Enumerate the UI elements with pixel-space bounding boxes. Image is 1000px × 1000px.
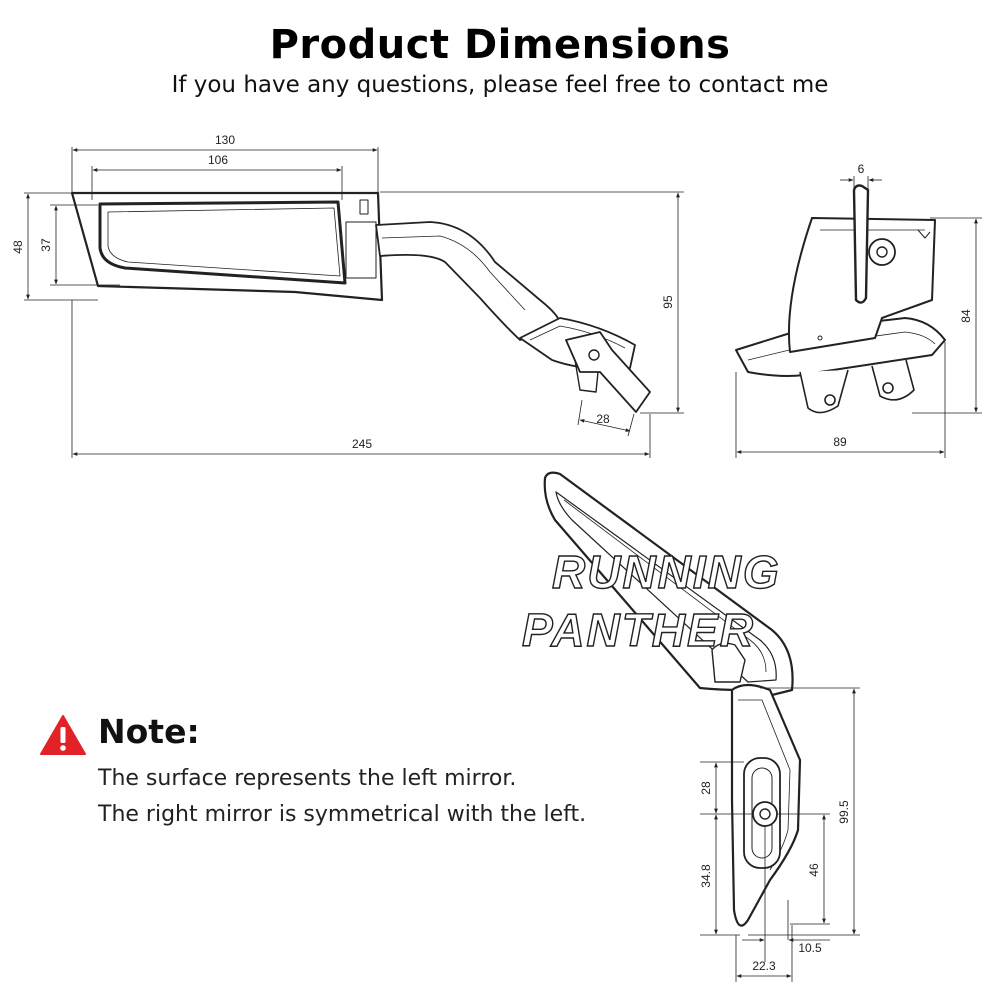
bottom-dimension-lines xyxy=(700,687,860,982)
dim-bottom-height: 99.5 xyxy=(837,800,851,824)
dim-side-height: 84 xyxy=(959,309,973,323)
note-line-2: The right mirror is symmetrical with the… xyxy=(98,802,587,827)
dim-height-outer: 48 xyxy=(11,240,25,254)
side-mirror-edge xyxy=(852,184,870,304)
page-subtitle: If you have any questions, please feel f… xyxy=(171,72,829,98)
dim-top-width: 130 xyxy=(215,133,235,147)
dim-mirror-width: 106 xyxy=(208,153,228,167)
mirror-glass xyxy=(98,200,347,285)
page-title: Product Dimensions xyxy=(269,22,731,68)
dim-bottom-slot: 28 xyxy=(699,781,713,795)
mount-bracket xyxy=(565,331,651,413)
side-view xyxy=(735,184,946,414)
dim-height-inner: 37 xyxy=(39,238,53,252)
dim-side-depth: 89 xyxy=(833,435,847,449)
watermark-line-2: PANTHER xyxy=(522,604,755,656)
note-line-1: The surface represents the left mirror. xyxy=(98,766,517,791)
watermark-line-1: RUNNING xyxy=(552,546,781,598)
front-view xyxy=(70,191,651,413)
dim-total-length: 245 xyxy=(352,437,372,451)
side-dimension-lines xyxy=(735,176,982,458)
bottom-view xyxy=(543,471,802,927)
note-title: Note: xyxy=(98,712,200,751)
dim-bottom-mid: 46 xyxy=(807,863,821,877)
dim-bottom-offset: 10.5 xyxy=(798,941,822,955)
side-base-plate xyxy=(735,317,946,377)
warning-triangle-icon xyxy=(40,715,86,755)
dim-bottom-width: 22.3 xyxy=(752,959,776,973)
dim-bottom-lower: 34.8 xyxy=(699,864,713,888)
dim-total-height: 95 xyxy=(661,295,675,309)
front-dimension-lines xyxy=(24,147,684,458)
mirror-arm xyxy=(375,221,561,341)
dim-base-width: 28 xyxy=(596,412,610,426)
dim-side-thickness: 6 xyxy=(858,162,865,176)
